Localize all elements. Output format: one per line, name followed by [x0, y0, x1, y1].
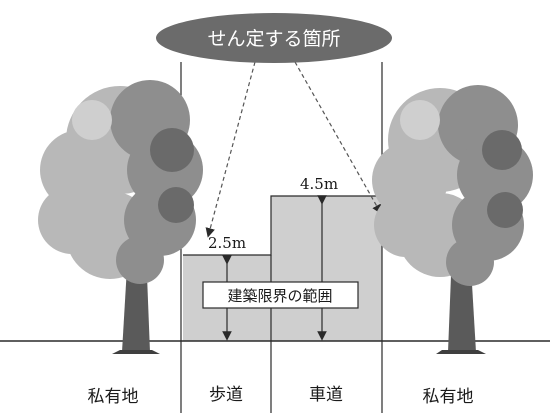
- sidewalk-height-label: 2.5m: [208, 234, 246, 252]
- roadway-height-label: 4.5m: [300, 175, 338, 193]
- clearance-label: 建築限界の範囲: [227, 287, 332, 305]
- roadway-label: 車道: [309, 385, 343, 405]
- callout-pointers: [205, 61, 382, 238]
- left-private-land-label: 私有地: [88, 387, 139, 407]
- clearance-label-box: 建築限界の範囲: [202, 281, 359, 309]
- sidewalk-label: 歩道: [209, 385, 243, 405]
- pruning-callout: せん定する箇所: [156, 13, 392, 63]
- right-tree-illustration: [372, 85, 533, 354]
- right-private-land-label: 私有地: [423, 387, 474, 407]
- callout-text: せん定する箇所: [207, 28, 340, 50]
- left-tree-illustration: [38, 80, 203, 354]
